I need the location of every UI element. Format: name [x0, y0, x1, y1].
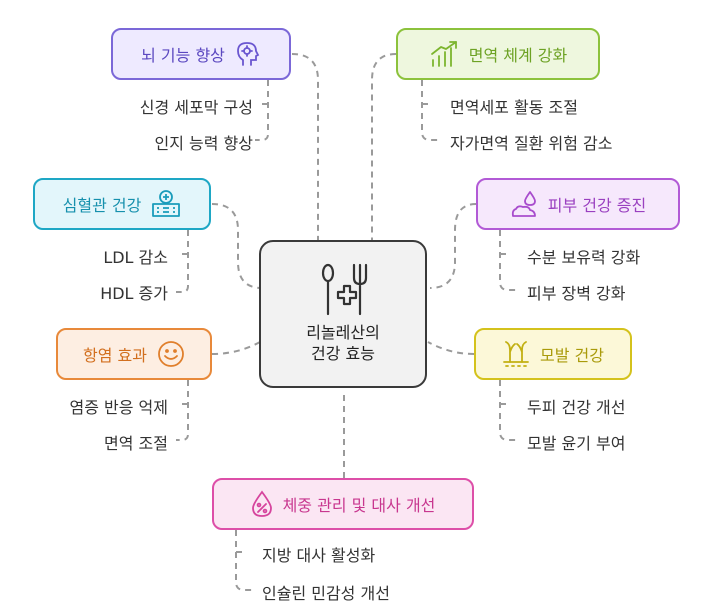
brain-head-icon [236, 42, 260, 66]
branch-cardio-title: 심혈관 건강 [62, 196, 142, 215]
branch-hair-title: 모발 건강 [540, 346, 604, 365]
growth-chart-icon [430, 41, 457, 67]
branch-immune-title: 면역 체계 강화 [468, 46, 568, 65]
branch-hair[interactable]: 모발 건강 [474, 328, 632, 380]
connector-immune-items [421, 80, 438, 141]
brain-item-1: 신경 세포막 구성 [139, 98, 253, 117]
connector-inflammation [211, 341, 261, 355]
connector-inflammation-items [176, 380, 189, 441]
skin-item-1: 수분 보유력 강화 [527, 248, 641, 267]
branch-skin-title: 피부 건강 증진 [547, 196, 647, 215]
branch-brain-title: 뇌 기능 향상 [141, 46, 225, 65]
branch-skin[interactable]: 피부 건강 증진 [476, 178, 680, 230]
cardio-item-2: HDL 증가 [100, 284, 168, 303]
connector-immune [371, 53, 397, 240]
smile-face-icon [158, 341, 184, 367]
weight-item-2: 인슐린 민감성 개선 [262, 584, 390, 603]
branch-weight-title: 체중 관리 및 대사 개선 [282, 496, 436, 515]
cardio-item-1: LDL 감소 [103, 248, 168, 267]
immune-item-1: 면역세포 활동 조절 [450, 98, 578, 117]
connector-hair-items [499, 380, 516, 441]
connector-brain [291, 53, 319, 240]
connector-cardio [211, 203, 263, 289]
inflammation-item-1: 염증 반응 억제 [69, 398, 169, 417]
branch-cardio[interactable]: 심혈관 건강 [33, 178, 211, 230]
center-title: 리놀레산의 건강 효능 [306, 323, 380, 363]
connector-skin-items [499, 230, 516, 291]
connector-brain-items [255, 80, 269, 141]
branch-brain[interactable]: 뇌 기능 향상 [111, 28, 291, 80]
cream-drop-icon [511, 191, 536, 217]
hair-item-1: 두피 건강 개선 [527, 398, 626, 417]
immune-item-2: 자가면역 질환 위험 감소 [450, 134, 613, 153]
hair-item-2: 모발 윤기 부여 [527, 434, 626, 453]
branch-inflammation[interactable]: 항염 효과 [56, 328, 212, 380]
connector-skin [429, 203, 477, 289]
hospital-icon [152, 190, 181, 217]
weight-item-1: 지방 대사 활성화 [262, 546, 376, 565]
skin-item-2: 피부 장벽 강화 [527, 284, 626, 303]
percent-drop-icon [251, 490, 272, 517]
branch-inflammation-title: 항염 효과 [83, 346, 147, 365]
hair-follicle-icon [503, 341, 529, 367]
connector-hair [427, 341, 475, 355]
spoon-fork-cross-icon [321, 263, 368, 316]
branch-immune[interactable]: 면역 체계 강화 [396, 28, 600, 80]
connector-cardio-items [176, 230, 189, 293]
inflammation-item-2: 면역 조절 [104, 434, 168, 453]
connector-weight-items [235, 530, 252, 591]
brain-item-2: 인지 능력 향상 [154, 134, 254, 153]
center-node: 리놀레산의 건강 효능 [259, 240, 427, 388]
branch-weight[interactable]: 체중 관리 및 대사 개선 [212, 478, 474, 530]
